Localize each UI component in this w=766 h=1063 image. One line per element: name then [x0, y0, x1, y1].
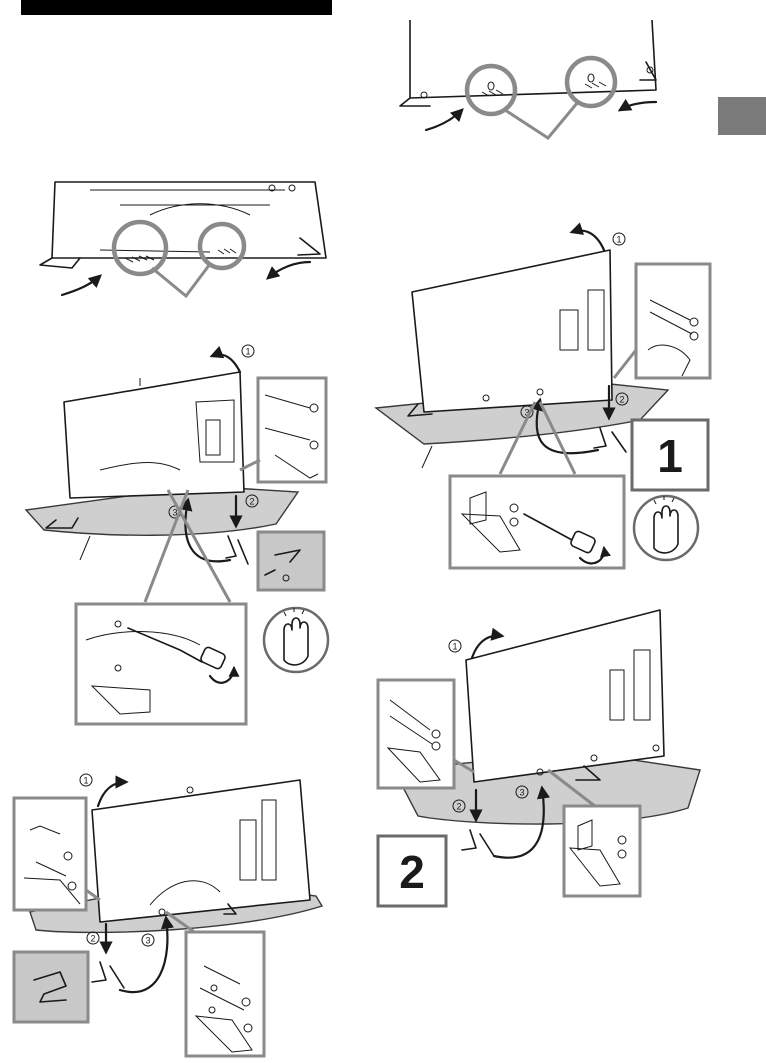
- figure-attach-stand-left: 1 2 3: [26, 345, 328, 724]
- figure-attach-second-stand-left: 1 2 3: [14, 774, 322, 1056]
- inset-screw-detail: [186, 932, 264, 1056]
- figure-rear-mounts-left: [40, 182, 326, 296]
- step-marker-label: 2: [91, 934, 96, 944]
- inset-screw-detail: [564, 806, 640, 896]
- step-marker-label: 2: [457, 802, 462, 812]
- step-marker-label: 1: [84, 776, 89, 786]
- figure-attach-stand-right: 1 2 3 1: [376, 231, 710, 568]
- step-marker-label: 3: [520, 788, 525, 798]
- figure-attach-second-stand-right: 1 2 3 2: [378, 610, 700, 906]
- inset-screwdriver-detail: [76, 604, 246, 724]
- inset-screw-detail: [378, 680, 454, 788]
- step-label-text: 2: [399, 846, 425, 898]
- inset-screw-detail: [14, 798, 86, 910]
- step-marker-label: 2: [250, 497, 255, 507]
- step-marker-label: 1: [453, 642, 458, 652]
- step-marker-label: 1: [617, 235, 622, 245]
- inset-label-detail: [14, 952, 88, 1022]
- inset-screw-detail: [636, 264, 710, 378]
- figure-rear-mounts-right: [400, 20, 656, 138]
- step-marker-label: 3: [146, 936, 151, 946]
- step-label-text: 1: [657, 430, 683, 482]
- step-marker-label: 1: [246, 347, 251, 357]
- step-marker-label: 2: [620, 395, 625, 405]
